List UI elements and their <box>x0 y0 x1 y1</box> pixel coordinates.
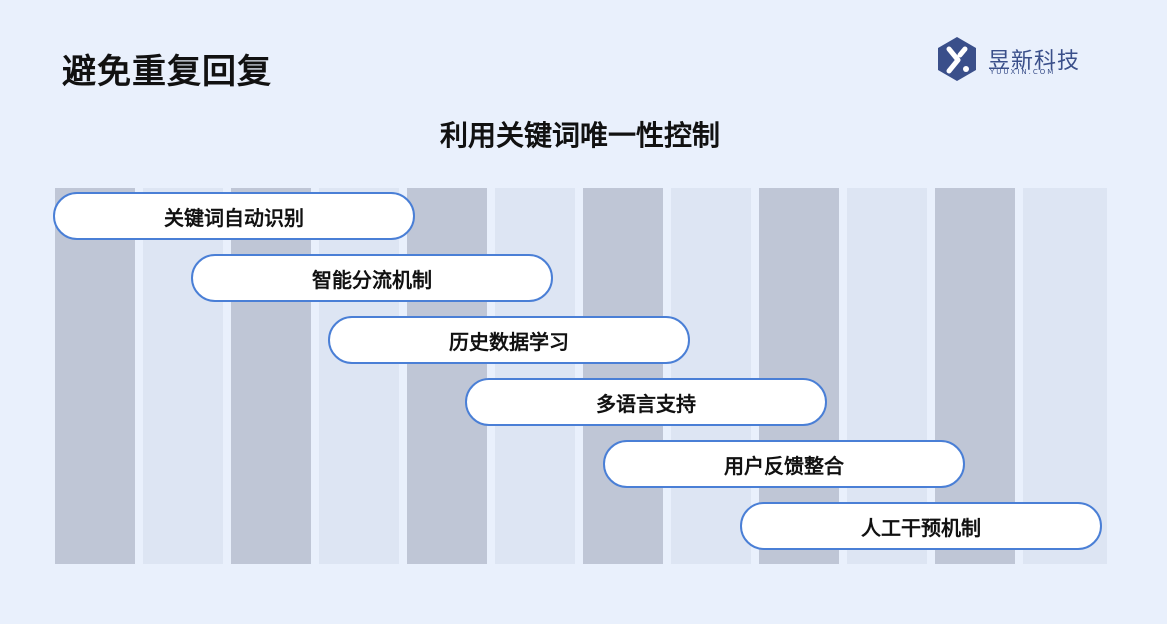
page-title: 避免重复回复 <box>62 52 272 92</box>
step-pill-1: 关键词自动识别 <box>53 192 415 240</box>
column <box>407 188 487 564</box>
column <box>143 188 223 564</box>
column <box>759 188 839 564</box>
column <box>847 188 927 564</box>
column <box>1023 188 1107 564</box>
background-columns <box>55 188 1107 564</box>
step-pill-3: 历史数据学习 <box>328 316 690 364</box>
step-pill-2: 智能分流机制 <box>191 254 553 302</box>
company-logo: 昱新科技 YUUXIN.COM <box>936 36 1086 84</box>
step-pill-6: 人工干预机制 <box>740 502 1102 550</box>
column <box>671 188 751 564</box>
column <box>583 188 663 564</box>
x-hexagon-icon <box>938 37 976 81</box>
step-pill-5: 用户反馈整合 <box>603 440 965 488</box>
column <box>55 188 135 564</box>
column <box>935 188 1015 564</box>
logo-name: 昱新科技 <box>988 49 1081 74</box>
step-pill-4: 多语言支持 <box>465 378 827 426</box>
column <box>495 188 575 564</box>
logo-domain: YUUXIN.COM <box>990 68 1056 76</box>
column <box>319 188 399 564</box>
column <box>231 188 311 564</box>
diagram-title: 利用关键词唯一性控制 <box>439 119 720 152</box>
